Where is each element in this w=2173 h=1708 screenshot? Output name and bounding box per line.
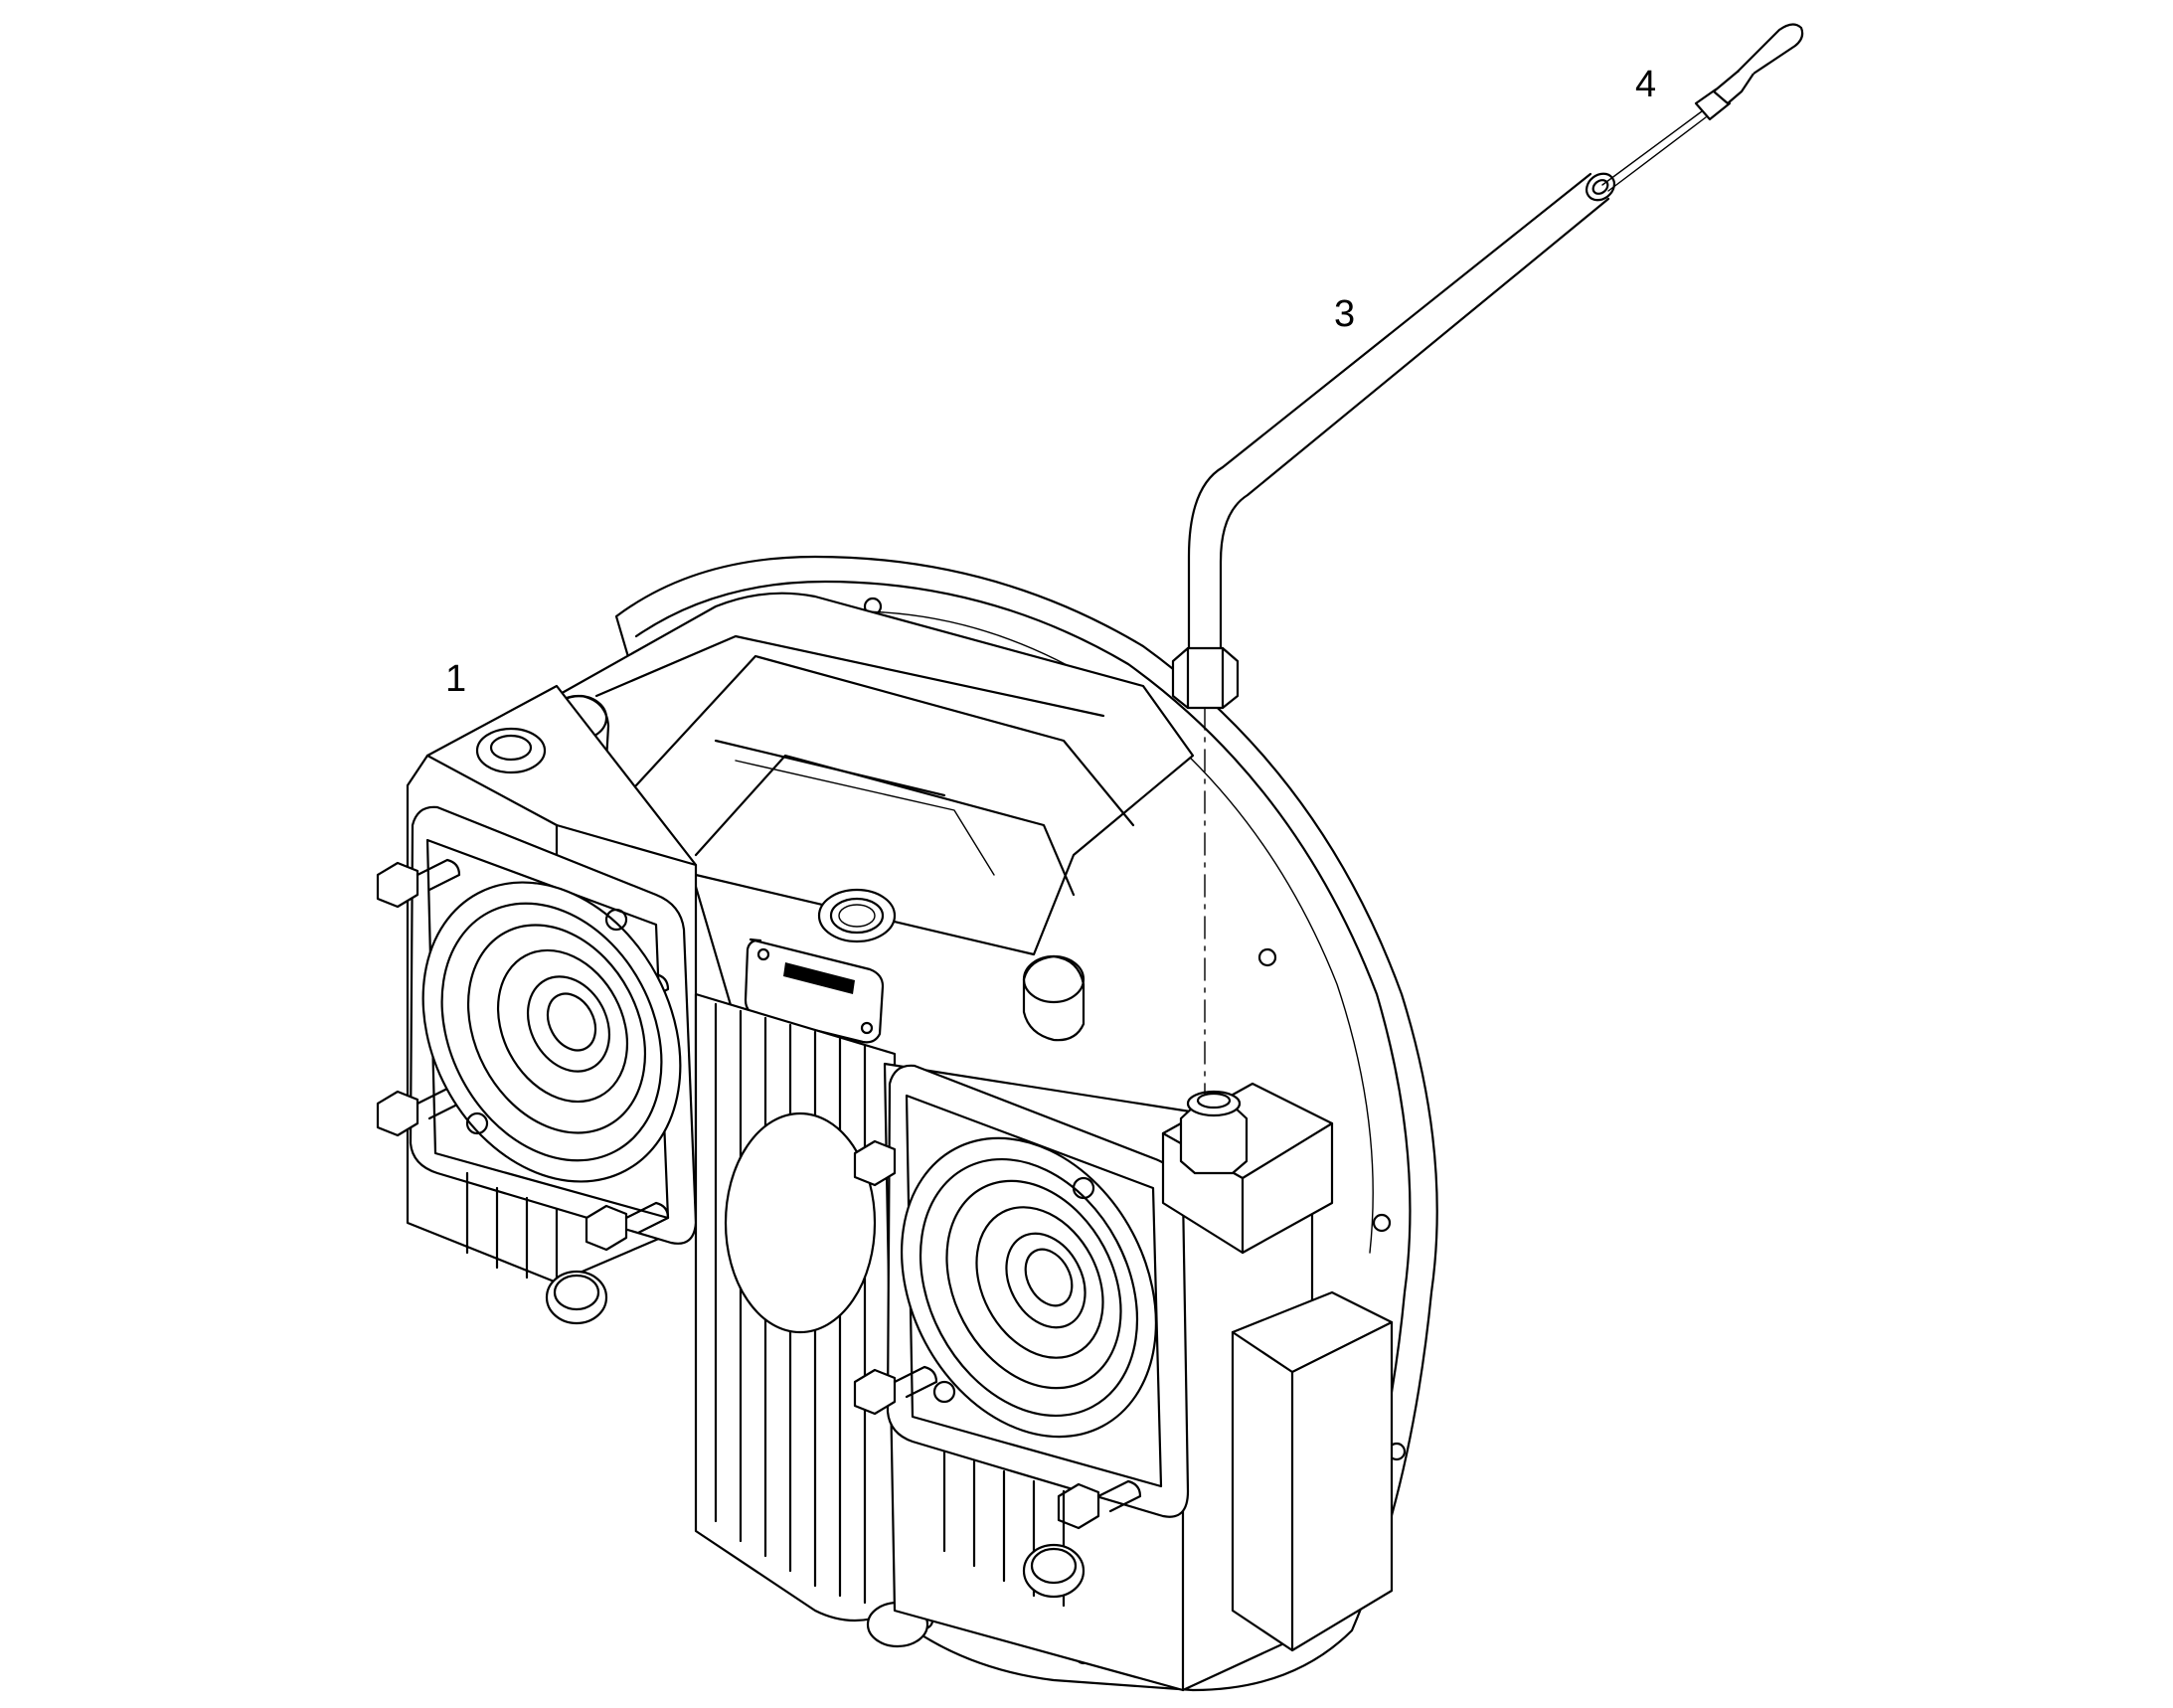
callout-3: 3 [1334,293,1356,335]
dipstick [1601,23,1804,192]
housing-top-structure [547,592,1195,1042]
bolt-right-top-left [853,1139,897,1187]
callout-1: 1 [445,658,467,700]
dipstick-port [1161,1082,1334,1255]
callout-4: 4 [1635,64,1657,105]
bolt-left-center-bottom [585,1201,670,1252]
nameplate [744,938,885,1044]
pump-mount-right [853,1062,1394,1692]
pump-mount-left [376,684,698,1325]
bolt-left-top [376,858,461,909]
round-cover-plate [724,1111,877,1334]
bolt-right-bottom-left [853,1365,938,1416]
bolt-right-bottom [1057,1479,1142,1530]
center-ribbed-section [694,992,929,1648]
dipstick-tube [1171,172,1616,710]
